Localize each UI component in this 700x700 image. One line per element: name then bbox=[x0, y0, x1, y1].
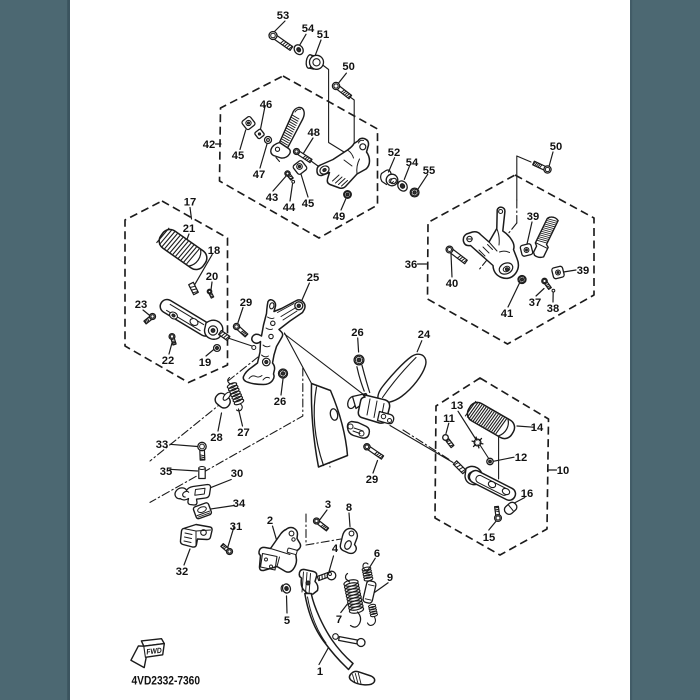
svg-text:52: 52 bbox=[388, 147, 400, 159]
svg-text:34: 34 bbox=[233, 498, 246, 510]
svg-text:8: 8 bbox=[346, 502, 352, 514]
svg-text:39: 39 bbox=[577, 265, 589, 277]
svg-text:36: 36 bbox=[405, 259, 417, 271]
svg-text:22: 22 bbox=[162, 355, 174, 367]
svg-text:41: 41 bbox=[501, 308, 513, 320]
svg-text:30: 30 bbox=[231, 468, 243, 480]
svg-text:3: 3 bbox=[325, 499, 331, 511]
svg-text:12: 12 bbox=[515, 452, 527, 464]
svg-text:50: 50 bbox=[550, 141, 562, 153]
svg-text:46: 46 bbox=[260, 99, 272, 111]
svg-text:45: 45 bbox=[302, 198, 314, 210]
svg-text:38: 38 bbox=[547, 303, 559, 315]
svg-text:15: 15 bbox=[483, 532, 495, 544]
svg-text:55: 55 bbox=[423, 165, 435, 177]
svg-text:51: 51 bbox=[317, 29, 329, 41]
svg-text:50: 50 bbox=[342, 61, 354, 73]
svg-text:20: 20 bbox=[206, 271, 218, 283]
svg-text:44: 44 bbox=[283, 202, 296, 214]
svg-text:37: 37 bbox=[529, 297, 541, 309]
svg-text:18: 18 bbox=[208, 245, 220, 257]
svg-text:53: 53 bbox=[277, 10, 289, 22]
svg-text:19: 19 bbox=[199, 357, 211, 369]
svg-text:2: 2 bbox=[267, 515, 273, 527]
svg-text:7: 7 bbox=[336, 614, 342, 626]
svg-text:5: 5 bbox=[284, 615, 290, 627]
svg-text:23: 23 bbox=[135, 299, 147, 311]
svg-text:14: 14 bbox=[531, 422, 544, 434]
svg-text:4: 4 bbox=[332, 543, 339, 555]
svg-text:42: 42 bbox=[203, 139, 215, 151]
svg-text:54: 54 bbox=[302, 23, 315, 35]
svg-text:54: 54 bbox=[406, 157, 419, 169]
svg-text:49: 49 bbox=[333, 211, 345, 223]
svg-text:33: 33 bbox=[156, 439, 168, 451]
svg-text:6: 6 bbox=[374, 548, 380, 560]
svg-text:35: 35 bbox=[160, 466, 172, 478]
svg-text:31: 31 bbox=[230, 521, 242, 533]
svg-text:13: 13 bbox=[451, 400, 463, 412]
svg-text:4VD2332-7360: 4VD2332-7360 bbox=[132, 675, 201, 688]
svg-text:17: 17 bbox=[184, 197, 196, 209]
svg-text:29: 29 bbox=[240, 297, 252, 309]
svg-text:9: 9 bbox=[387, 572, 393, 584]
svg-text:28: 28 bbox=[210, 432, 222, 444]
svg-text:45: 45 bbox=[232, 150, 244, 162]
svg-text:32: 32 bbox=[176, 566, 188, 578]
svg-text:21: 21 bbox=[183, 223, 195, 235]
svg-text:47: 47 bbox=[253, 169, 265, 181]
svg-text:48: 48 bbox=[307, 127, 319, 139]
svg-text:27: 27 bbox=[237, 427, 249, 439]
svg-text:16: 16 bbox=[521, 488, 533, 500]
svg-text:1: 1 bbox=[317, 666, 323, 678]
svg-text:24: 24 bbox=[418, 329, 431, 341]
svg-text:29: 29 bbox=[366, 474, 378, 486]
svg-text:43: 43 bbox=[266, 192, 278, 204]
svg-text:39: 39 bbox=[527, 211, 539, 223]
svg-text:FWD: FWD bbox=[146, 646, 163, 657]
svg-text:26: 26 bbox=[274, 396, 286, 408]
svg-text:10: 10 bbox=[557, 465, 569, 477]
svg-text:26: 26 bbox=[351, 327, 363, 339]
svg-text:40: 40 bbox=[446, 278, 458, 290]
svg-text:11: 11 bbox=[443, 413, 455, 425]
svg-text:25: 25 bbox=[307, 272, 319, 284]
